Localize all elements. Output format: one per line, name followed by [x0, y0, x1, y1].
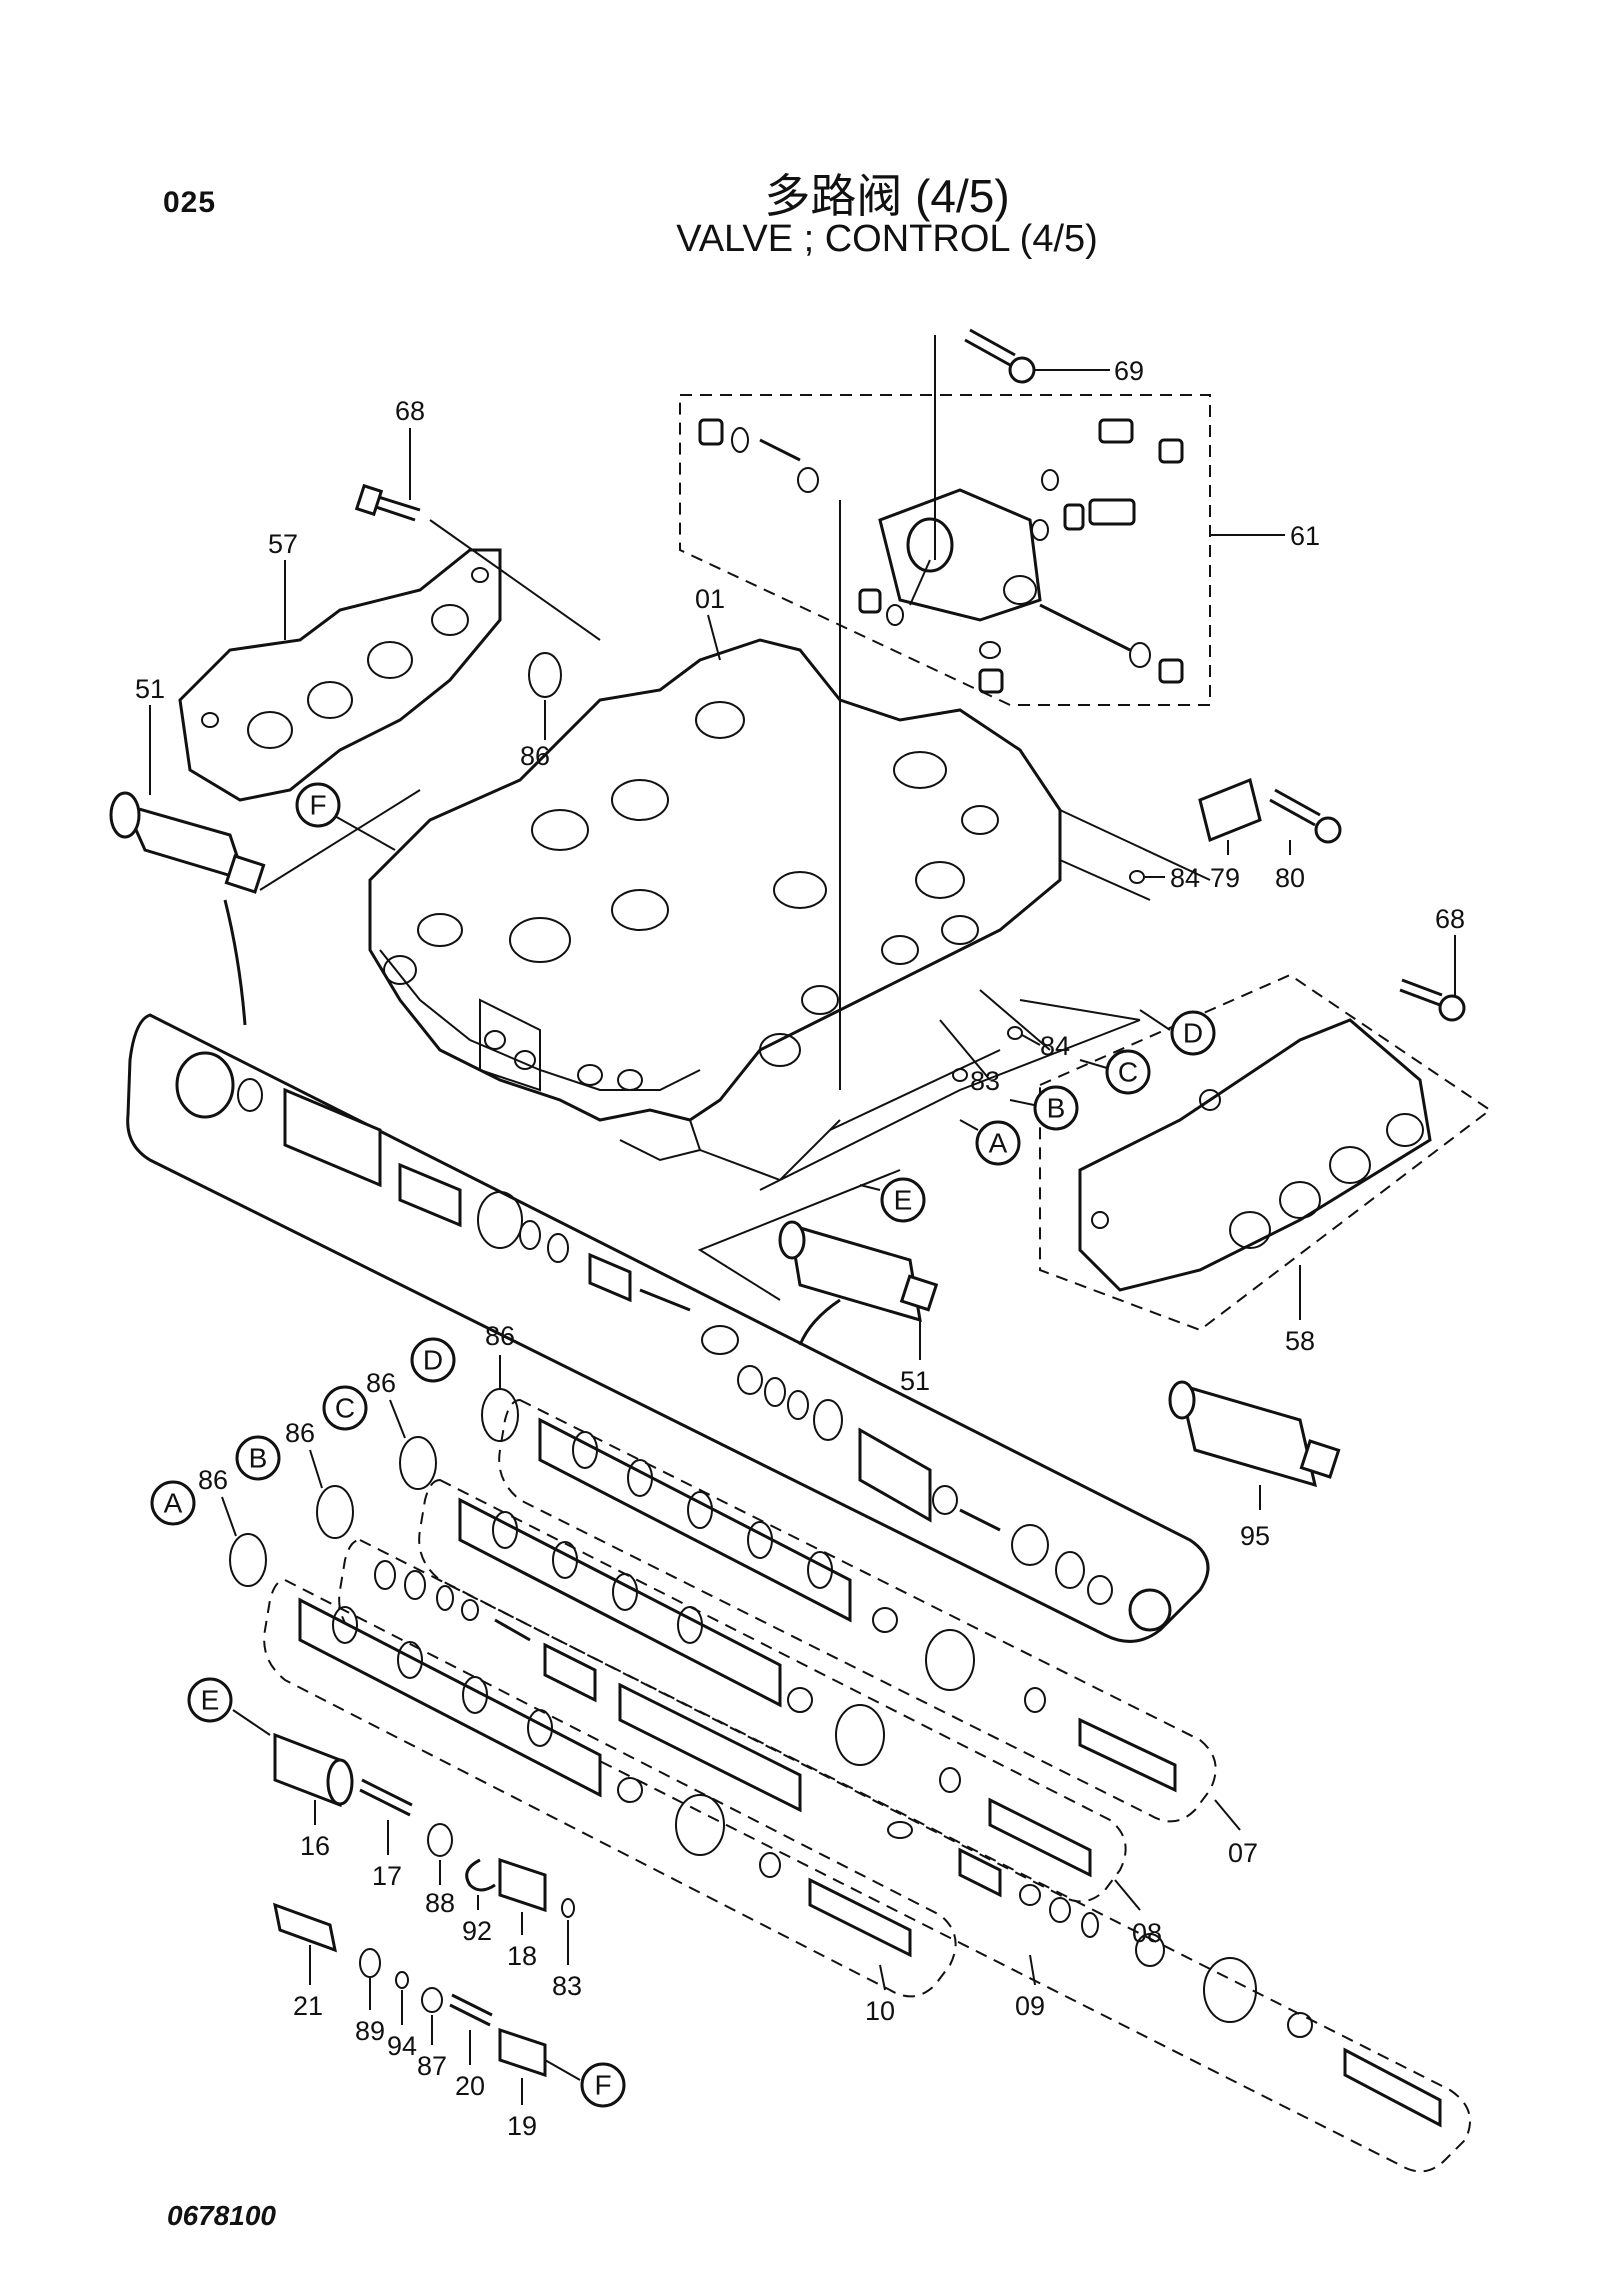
o-ring-84-a — [1129, 870, 1145, 884]
solenoid-valve-95 — [1168, 1380, 1341, 1488]
o-ring-86-top — [528, 652, 562, 698]
o-ring-86-a — [229, 1533, 267, 1587]
plate-79 — [1198, 777, 1262, 843]
label-86-a: 86 — [198, 1465, 228, 1495]
label-79: 79 — [1210, 863, 1240, 893]
spool-assembly-09 — [338, 1538, 1471, 2173]
spool-assembly-10 — [263, 1578, 957, 1998]
o-ring-86-c — [399, 1436, 437, 1490]
page-title-english: VALVE ; CONTROL (4/5) — [676, 218, 1098, 260]
marker-A-ring: A — [164, 1488, 183, 1519]
o-ring-89 — [359, 1948, 381, 1978]
label-68-right: 68 — [1435, 904, 1465, 934]
marker-C-ring: C — [335, 1393, 355, 1424]
label-84-b: 84 — [1040, 1031, 1070, 1061]
solenoid-valve-51-center — [778, 1220, 939, 1346]
label-20: 20 — [455, 2071, 485, 2101]
marker-E-bottom: E — [201, 1685, 220, 1716]
o-ring-88 — [427, 1823, 453, 1857]
label-08: 08 — [1132, 1918, 1162, 1948]
label-83-top: 83 — [970, 1066, 1000, 1096]
label-92: 92 — [462, 1916, 492, 1946]
cover-58 — [1039, 973, 1492, 1332]
assembly-box-61 — [679, 394, 1211, 706]
ring-94 — [395, 1971, 409, 1989]
bolt-68-top — [354, 483, 421, 522]
spool-assembly-capsule-upper — [126, 1013, 1210, 1643]
label-83-bottom: 83 — [552, 1971, 582, 2001]
label-57: 57 — [268, 529, 298, 559]
marker-C-top: C — [1118, 1057, 1138, 1088]
part-16 — [273, 1732, 354, 1808]
drawing-number: 0678100 — [167, 2200, 277, 2231]
marker-D-top: D — [1183, 1018, 1203, 1049]
marker-B-top: B — [1047, 1093, 1066, 1124]
label-58: 58 — [1285, 1326, 1315, 1356]
label-16: 16 — [300, 1831, 330, 1861]
reference-markers: F D C B A E D C B A E F — [150, 782, 1216, 2108]
part-21 — [273, 1902, 337, 1953]
cover-57 — [178, 548, 502, 802]
label-87: 87 — [417, 2051, 447, 2081]
bolt-68-right — [1399, 978, 1466, 1022]
label-07: 07 — [1228, 1838, 1258, 1868]
label-95: 95 — [1240, 1521, 1270, 1551]
snap-ring-92 — [465, 1858, 496, 1892]
part-19 — [498, 2027, 547, 2078]
marker-D-ring: D — [423, 1345, 443, 1376]
label-86-c: 86 — [366, 1368, 396, 1398]
label-94: 94 — [387, 2031, 417, 2061]
o-ring-83-top — [952, 1068, 968, 1082]
label-89: 89 — [355, 2016, 385, 2046]
o-ring-83-bottom — [561, 1898, 575, 1918]
label-01: 01 — [695, 584, 725, 614]
label-80: 80 — [1275, 863, 1305, 893]
o-ring-84-b — [1007, 1026, 1023, 1040]
label-61: 61 — [1290, 521, 1320, 551]
page-title-chinese: 多路阀 (4/5) — [764, 170, 1010, 222]
label-86-d: 86 — [485, 1321, 515, 1351]
valve-body-01 — [368, 638, 1062, 1162]
bolt-80 — [1269, 788, 1342, 844]
marker-F-bottom: F — [594, 2070, 611, 2101]
spring-17 — [359, 1778, 413, 1817]
o-ring-87 — [421, 1987, 443, 2013]
leader-lines — [259, 335, 1211, 1301]
label-86-top: 86 — [520, 741, 550, 771]
marker-E-top: E — [894, 1185, 913, 1216]
spool-assembly-08 — [418, 1478, 1127, 1903]
o-ring-86-d — [481, 1388, 519, 1442]
label-10: 10 — [865, 1996, 895, 2026]
bolt-69 — [964, 328, 1110, 384]
part-18 — [498, 1857, 547, 1913]
label-69: 69 — [1114, 356, 1144, 386]
label-84-a: 84 — [1170, 863, 1200, 893]
page-code: 025 — [163, 186, 217, 219]
solenoid-valve-51-left — [109, 791, 266, 1026]
label-88: 88 — [425, 1888, 455, 1918]
spool-assembly-07 — [498, 1398, 1217, 1823]
marker-A-top: A — [989, 1128, 1008, 1159]
o-ring-86-b — [316, 1485, 354, 1539]
label-51-center: 51 — [900, 1366, 930, 1396]
label-86-b: 86 — [285, 1418, 315, 1448]
label-18: 18 — [507, 1941, 537, 1971]
label-51-left: 51 — [135, 674, 165, 704]
label-19: 19 — [507, 2111, 537, 2141]
label-17: 17 — [372, 1861, 402, 1891]
label-21: 21 — [293, 1991, 323, 2021]
marker-B-ring: B — [249, 1443, 268, 1474]
label-09: 09 — [1015, 1991, 1045, 2021]
part-number-labels: 68 57 51 01 86 69 61 84 79 80 68 83 84 5… — [135, 356, 1465, 2141]
label-68-top: 68 — [395, 396, 425, 426]
spring-20 — [449, 1993, 493, 2027]
marker-F-top: F — [309, 790, 326, 821]
